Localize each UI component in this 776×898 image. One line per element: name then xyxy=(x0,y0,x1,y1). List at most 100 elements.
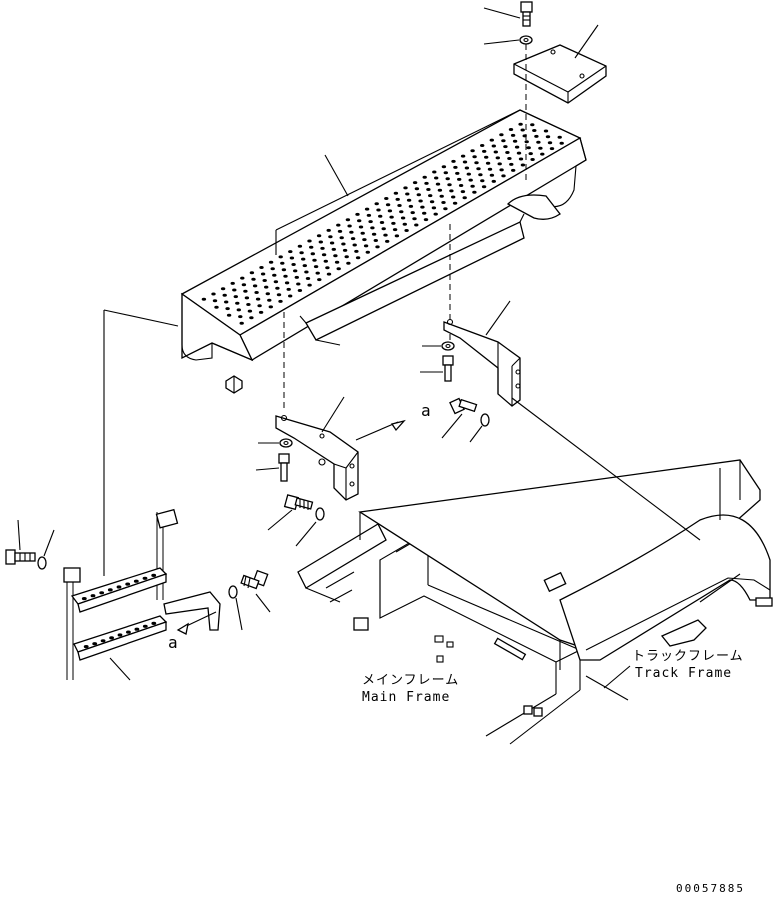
perforation-hole xyxy=(201,297,207,301)
perforation-hole xyxy=(313,265,319,269)
perforation-hole xyxy=(240,276,245,280)
perforation-hole xyxy=(222,293,227,297)
leader-line xyxy=(103,309,179,327)
perforation-hole xyxy=(410,211,415,215)
perforation-hole xyxy=(480,144,485,147)
perforation-hole xyxy=(414,187,420,191)
perforation-hole xyxy=(326,228,331,232)
perforation-hole xyxy=(241,283,247,287)
perforation-hole xyxy=(275,286,280,290)
step-ladder xyxy=(63,508,221,680)
perforation-hole xyxy=(352,243,357,247)
perforation-hole xyxy=(378,214,383,218)
perforation-hole xyxy=(397,204,402,207)
perforation-hole xyxy=(441,201,446,204)
perforation-hole xyxy=(345,218,351,222)
leader-line xyxy=(43,529,55,557)
perforation-hole xyxy=(360,231,365,235)
perforation-hole xyxy=(499,168,504,172)
perforation-hole xyxy=(532,129,537,132)
perforation-hole xyxy=(468,178,473,182)
perforation-hole xyxy=(408,204,414,208)
perforation-hole xyxy=(321,253,327,257)
track-frame-label-en: Track Frame xyxy=(635,666,732,681)
washer xyxy=(315,507,325,521)
perforation-hole xyxy=(395,197,400,201)
perforation-hole xyxy=(305,277,311,280)
leader-line xyxy=(574,24,599,59)
perforation-hole xyxy=(291,263,296,266)
step-hole xyxy=(125,582,131,586)
perforation-hole xyxy=(557,135,562,139)
perforation-hole xyxy=(281,268,287,272)
perforation-hole xyxy=(270,267,275,271)
step-hole xyxy=(81,597,87,601)
perforation-hole xyxy=(505,151,510,154)
bolt xyxy=(240,569,269,590)
track-frame xyxy=(358,459,773,670)
perforation-hole xyxy=(283,274,288,278)
perforation-hole xyxy=(424,181,429,185)
perforation-hole xyxy=(439,194,444,198)
perforation-hole xyxy=(422,211,427,215)
perforation-hole xyxy=(370,226,375,230)
perforation-hole xyxy=(447,183,452,187)
perforation-hole xyxy=(233,295,238,299)
perforation-hole xyxy=(376,208,381,212)
perforation-hole xyxy=(333,254,338,258)
perforation-hole xyxy=(304,270,309,274)
perforation-hole xyxy=(460,190,466,194)
step-hole xyxy=(125,630,131,634)
leader-line xyxy=(441,413,463,439)
perforation-hole xyxy=(508,128,514,131)
perforation-hole xyxy=(511,168,516,172)
perforation-hole xyxy=(244,296,250,300)
perforation-hole xyxy=(328,235,333,239)
perforation-hole xyxy=(312,258,317,262)
perforation-hole xyxy=(536,140,541,144)
perforation-hole xyxy=(516,151,522,155)
perforation-hole xyxy=(225,307,230,311)
perforation-hole xyxy=(520,128,525,132)
top-washer xyxy=(519,35,533,45)
step-hole xyxy=(142,624,148,628)
perforation-hole xyxy=(273,280,279,284)
perforation-hole xyxy=(526,146,531,150)
perforation-hole xyxy=(538,146,543,150)
perforation-hole xyxy=(481,185,487,189)
ref-a-upper-label: a xyxy=(421,401,431,420)
leader-line xyxy=(109,657,131,681)
perforation-hole xyxy=(374,202,379,206)
perforation-hole xyxy=(371,232,377,236)
leader-line xyxy=(603,665,631,689)
perforation-hole xyxy=(420,205,425,209)
perforation-hole xyxy=(297,289,303,292)
perforation-hole xyxy=(296,282,301,286)
perforation-hole xyxy=(255,297,261,301)
step-hole xyxy=(107,588,113,592)
perforation-hole xyxy=(286,287,291,291)
leader-line xyxy=(17,519,21,551)
perforation-hole xyxy=(418,199,423,203)
perforation-hole xyxy=(470,149,475,153)
perforation-hole xyxy=(357,219,362,223)
leader-line xyxy=(483,7,521,19)
perforation-hole xyxy=(534,134,539,138)
perforation-hole xyxy=(518,157,524,161)
perforation-hole xyxy=(540,152,545,156)
perforation-hole xyxy=(276,293,282,297)
step-perforations xyxy=(81,573,157,649)
perforation-hole xyxy=(530,158,535,161)
perforation-hole xyxy=(257,304,262,308)
perforation-hole xyxy=(464,166,470,170)
perforation-hole xyxy=(416,193,421,197)
perforation-hole xyxy=(389,215,394,219)
perforation-hole xyxy=(334,260,340,264)
step-hole xyxy=(151,573,157,578)
perforation-hole xyxy=(524,140,529,144)
perforation-hole xyxy=(449,189,454,193)
perforation-hole xyxy=(379,221,385,224)
perforation-hole xyxy=(342,248,348,252)
step-hole xyxy=(99,591,105,595)
leader-line xyxy=(483,39,520,45)
